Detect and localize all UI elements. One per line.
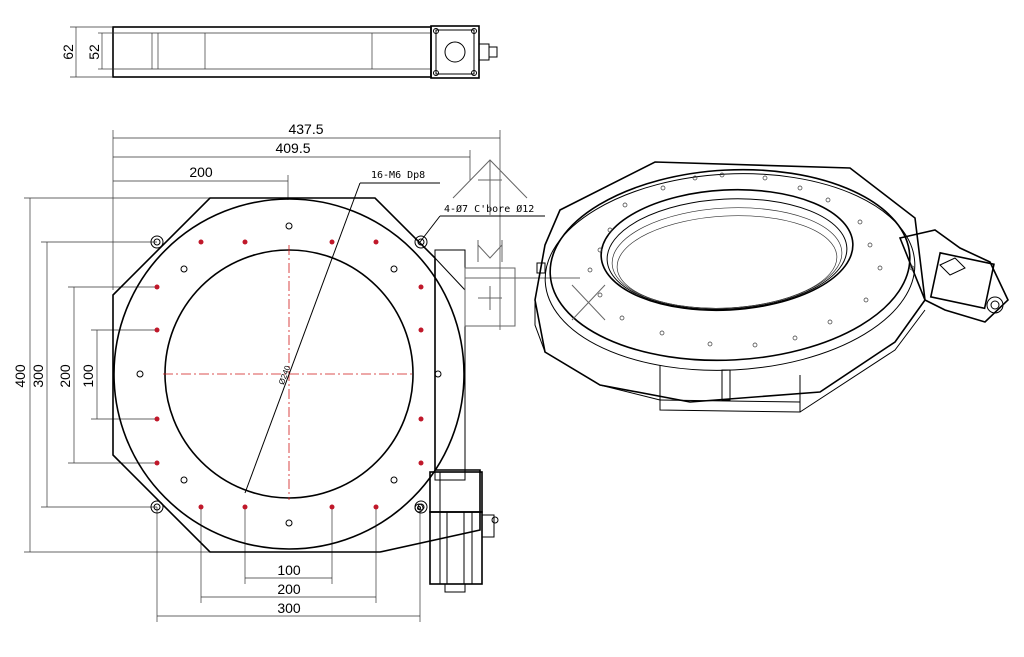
diameter-label: Ø240	[277, 364, 292, 386]
iso-holes	[587, 172, 915, 348]
dim-offset-200: 200	[189, 164, 213, 180]
top-view: 437.5 409.5 200 400 300 200 100 100 200 …	[12, 121, 545, 622]
mounting-holes	[136, 222, 442, 527]
outer-ring	[113, 198, 465, 550]
note-counterbore: 4-Ø7 C'bore Ø12	[444, 203, 534, 215]
iso-top-ring	[549, 168, 911, 362]
dim-h-200: 200	[277, 581, 301, 597]
dim-side-52: 52	[86, 44, 102, 60]
dim-v-100: 100	[80, 364, 96, 388]
threaded-holes	[154, 239, 424, 510]
motor-assembly	[414, 471, 499, 593]
dim-v-200: 200	[57, 364, 73, 388]
base-plate-outline	[112, 197, 481, 553]
side-view: 62 52	[60, 25, 498, 79]
isometric-view	[534, 161, 1009, 413]
dim-v-300: 300	[30, 364, 46, 388]
dim-h-100: 100	[277, 562, 301, 578]
section-detail	[452, 159, 580, 327]
dim-overall-width: 437.5	[288, 121, 323, 137]
dim-h-300: 300	[277, 600, 301, 616]
dim-body-width: 409.5	[275, 140, 310, 156]
dim-overall-height: 400	[12, 364, 28, 388]
note-threaded-holes: 16-M6 Dp8	[371, 170, 425, 181]
dim-side-62: 62	[60, 44, 76, 60]
